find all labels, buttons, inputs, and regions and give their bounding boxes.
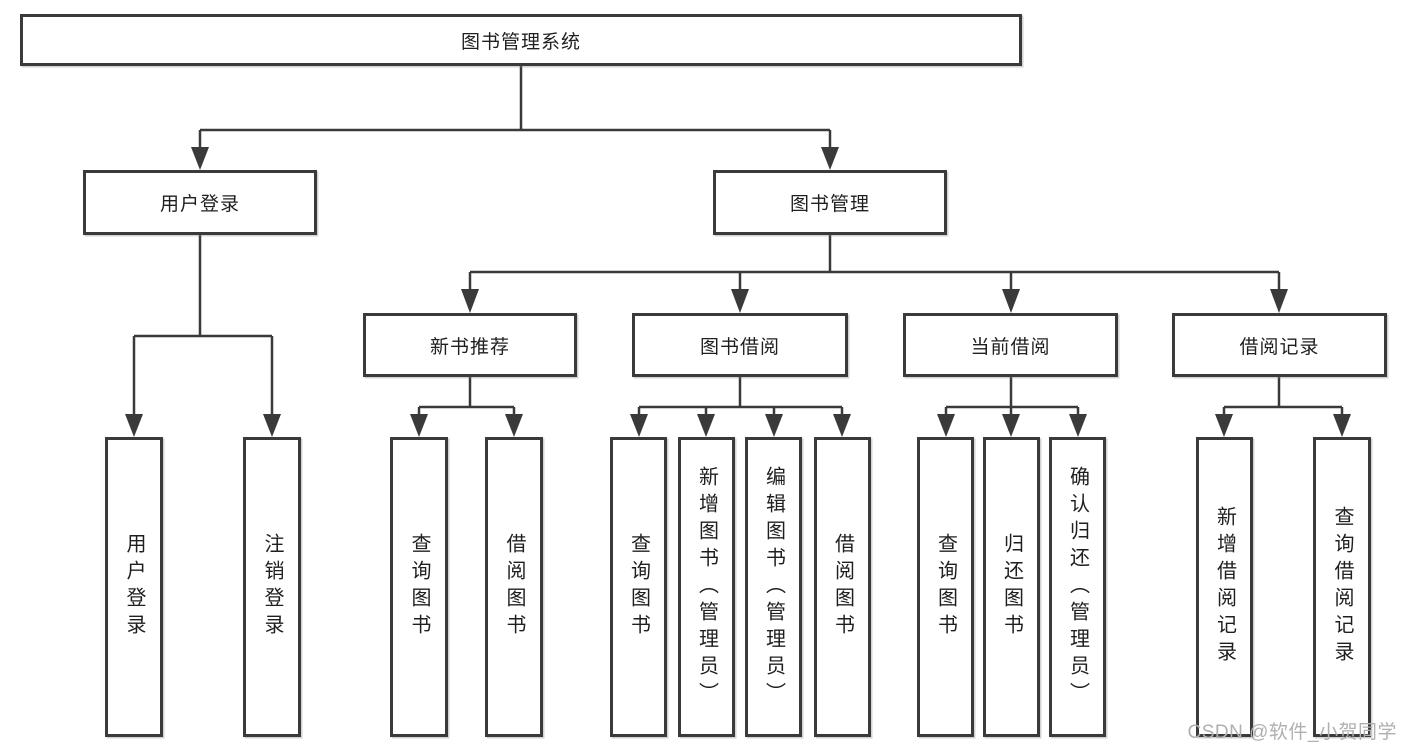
arrowhead [833,414,851,437]
leaf-label: 借阅图书 [831,533,854,641]
node-current-borrow: 当前借阅 [903,313,1118,377]
node-user-login: 用户登录 [83,170,317,235]
leaf-label: 用户登录 [123,533,145,641]
leaf-borrow-books-recommend: 借阅图书 [485,437,543,737]
arrowhead [630,414,648,437]
node-label: 图书管理 [789,194,870,215]
arrowhead [697,414,715,437]
arrowhead [937,414,955,437]
leaf-label: 注销登录 [261,533,283,641]
leaf-edit-book-admin: 编辑图书（管理员） [745,437,802,737]
connector-current-borrow-children [944,377,1080,416]
connector-user-login-children [132,235,274,416]
arrowhead [765,414,783,437]
arrowhead [1215,414,1233,437]
node-label: 借阅记录 [1239,336,1320,358]
arrowhead [1069,414,1087,437]
arrowhead [1333,414,1351,437]
leaf-label: 确认归还（管理员） [1066,465,1089,709]
leaf-label: 归还图书 [1000,533,1023,641]
leaf-query-books-current: 查询图书 [917,437,974,737]
node-label: 图书管理系统 [460,31,581,53]
node-label: 用户登录 [159,194,240,215]
leaf-label: 查询图书 [627,533,650,641]
leaf-return-book: 归还图书 [983,437,1040,737]
arrowhead [1002,289,1020,313]
leaf-add-book-admin: 新增图书（管理员） [678,437,735,737]
node-book-management: 图书管理 [713,170,947,235]
leaf-query-books-recommend: 查询图书 [390,437,448,737]
leaf-confirm-return-admin: 确认归还（管理员） [1049,437,1106,737]
arrowhead [263,414,281,437]
arrowhead [191,147,209,170]
arrowhead [505,414,523,437]
leaf-add-borrow-record: 新增借阅记录 [1196,437,1253,737]
arrowhead [461,289,479,313]
node-borrow-record: 借阅记录 [1172,313,1387,377]
node-book-borrow: 图书借阅 [632,313,848,377]
connector-book-management-children [468,235,1281,291]
arrowhead [731,289,749,313]
leaf-label: 查询图书 [934,533,957,641]
node-label: 新书推荐 [429,336,510,358]
node-new-book-recommend: 新书推荐 [363,313,577,377]
leaf-query-borrow-record: 查询借阅记录 [1313,437,1371,737]
leaf-label: 编辑图书（管理员） [762,465,785,709]
leaf-label: 借阅图书 [503,533,525,641]
node-library-system: 图书管理系统 [20,14,1022,66]
leaf-label: 查询图书 [408,533,430,641]
watermark-text: CSDN @软件_小贺同学 [1187,722,1397,743]
node-label: 当前借阅 [970,336,1051,358]
leaf-user-login: 用户登录 [105,437,163,737]
node-label: 图书借阅 [699,336,780,358]
leaf-label: 新增图书（管理员） [695,465,718,709]
arrowhead [1270,289,1288,313]
connector-root-to-level2 [198,66,832,149]
arrowhead [821,147,839,170]
arrowhead [1002,414,1020,437]
leaf-query-books-borrow: 查询图书 [610,437,667,737]
connector-borrow-record-children [1222,377,1344,416]
connector-book-borrow-children [637,377,844,416]
leaf-logout: 注销登录 [243,437,301,737]
leaf-borrow-books-borrow: 借阅图书 [814,437,871,737]
leaf-label: 新增借阅记录 [1213,506,1236,668]
arrowhead [410,414,428,437]
connector-new-book-recommend-children [417,377,516,416]
leaf-label: 查询借阅记录 [1331,506,1353,668]
arrowhead [125,414,143,437]
